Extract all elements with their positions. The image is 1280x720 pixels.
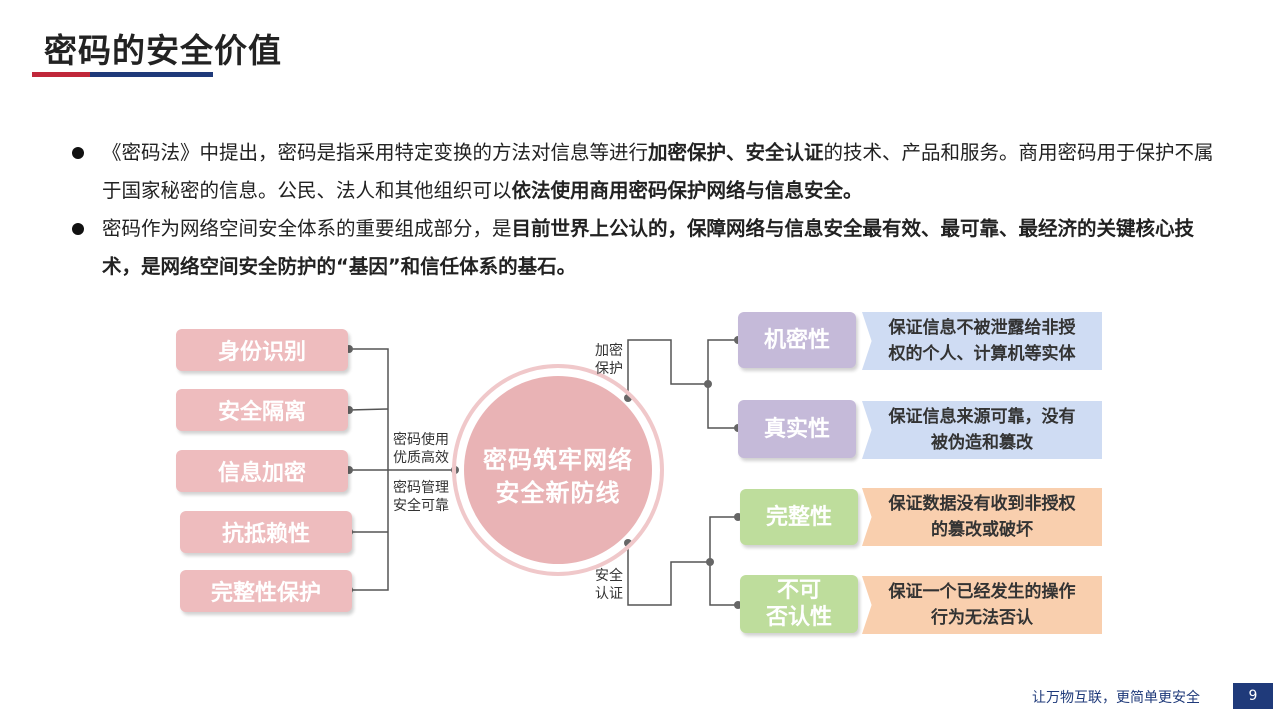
bullet-item-role: 密码作为网络空间安全体系的重要组成部分，是目前世界上公认的，保障网络与信息安全最… xyxy=(72,210,1222,286)
property-integrity: 完整性 xyxy=(740,489,858,545)
bullet-bold-text: 目前世界上公认的，保障网络与信息安全最有效、最可靠、最经济的关键核心技术，是网络… xyxy=(102,217,1195,278)
bullet-text: 的技术、产品和服务。商用密码用于保护不属于国家秘密的信息。公民、法人和其他组织可… xyxy=(102,141,1214,202)
property-name: 完整性 xyxy=(765,504,832,530)
left-item-nonrepudiation: 抗抵赖性 xyxy=(180,511,352,553)
bullet-item-law: 《密码法》中提出，密码是指采用特定变换的方法对信息等进行加密保护、安全认证的技术… xyxy=(72,134,1222,210)
bullet-bold-text: 加密保护、安全认证 xyxy=(648,141,824,164)
center-title-line: 密码筑牢网络 xyxy=(483,446,633,474)
bullet-list: 《密码法》中提出，密码是指采用特定变换的方法对信息等进行加密保护、安全认证的技术… xyxy=(72,134,1222,286)
left-item-isolation: 安全隔离 xyxy=(176,389,348,431)
page-title: 密码的安全价值 xyxy=(44,31,282,70)
desc-line: 保证一个已经发生的操作 xyxy=(888,582,1076,602)
label-line: 认证 xyxy=(595,586,623,602)
label-line: 加密 xyxy=(595,343,623,359)
bullet-dot-icon xyxy=(72,147,84,159)
bullet-dot-icon xyxy=(72,223,84,235)
desc-line: 行为无法否认 xyxy=(931,608,1033,628)
label-line: 安全可靠 xyxy=(393,498,449,514)
page-number: 9 xyxy=(1233,683,1273,709)
desc-line: 权的个人、计算机等实体 xyxy=(888,344,1076,364)
footer-slogan: 让万物互联，更简单更安全 xyxy=(1032,690,1200,706)
property-nonrepudiation: 不可否认性 xyxy=(740,575,858,633)
center-title-line: 安全新防线 xyxy=(495,479,621,507)
left-item-encryption: 信息加密 xyxy=(176,450,348,492)
branch-label-auth: 安全 认证 xyxy=(590,567,628,603)
property-desc-confidentiality: 保证信息不被泄露给非授权的个人、计算机等实体 xyxy=(862,312,1102,370)
label-management-reliable: 密码管理 安全可靠 xyxy=(388,479,454,515)
property-desc-authenticity: 保证信息来源可靠，没有被伪造和篡改 xyxy=(862,401,1102,459)
property-desc-integrity: 保证数据没有收到非授权的篡改或破坏 xyxy=(862,488,1102,546)
desc-line: 保证信息不被泄露给非授 xyxy=(888,318,1076,338)
label-line: 保护 xyxy=(595,361,623,377)
title-underline-red xyxy=(32,72,90,77)
label-usage-efficient: 密码使用 优质高效 xyxy=(388,431,454,467)
property-name: 机密性 xyxy=(763,327,830,353)
property-desc-nonrepudiation: 保证一个已经发生的操作行为无法否认 xyxy=(862,576,1102,634)
desc-line: 的篡改或破坏 xyxy=(931,520,1033,540)
bullet-text: 《密码法》中提出，密码是指采用特定变换的方法对信息等进行 xyxy=(102,141,649,164)
bullet-text: 密码作为网络空间安全体系的重要组成部分，是 xyxy=(102,217,512,240)
label-line: 安全 xyxy=(595,568,623,584)
label-line: 密码管理 xyxy=(393,480,449,496)
property-confidentiality: 机密性 xyxy=(738,312,856,368)
property-name: 真实性 xyxy=(763,416,830,442)
desc-line: 被伪造和篡改 xyxy=(931,433,1033,453)
property-name: 否认性 xyxy=(765,605,832,630)
label-line: 优质高效 xyxy=(393,450,449,466)
center-circle xyxy=(464,376,652,564)
label-line: 密码使用 xyxy=(393,432,449,448)
center-outer-ring xyxy=(452,364,664,576)
desc-line: 保证数据没有收到非授权 xyxy=(888,494,1076,514)
center-title: 密码筑牢网络 安全新防线 xyxy=(461,444,655,510)
property-authenticity: 真实性 xyxy=(738,400,856,458)
left-item-integrity: 完整性保护 xyxy=(180,570,352,612)
title-underline-blue xyxy=(90,72,213,77)
desc-line: 保证信息来源可靠，没有 xyxy=(888,407,1076,427)
property-name: 不可 xyxy=(776,578,821,603)
bullet-bold-text: 依法使用商用密码保护网络与信息安全。 xyxy=(511,179,863,202)
left-item-identity: 身份识别 xyxy=(176,329,348,371)
branch-label-encrypt: 加密 保护 xyxy=(590,342,628,378)
